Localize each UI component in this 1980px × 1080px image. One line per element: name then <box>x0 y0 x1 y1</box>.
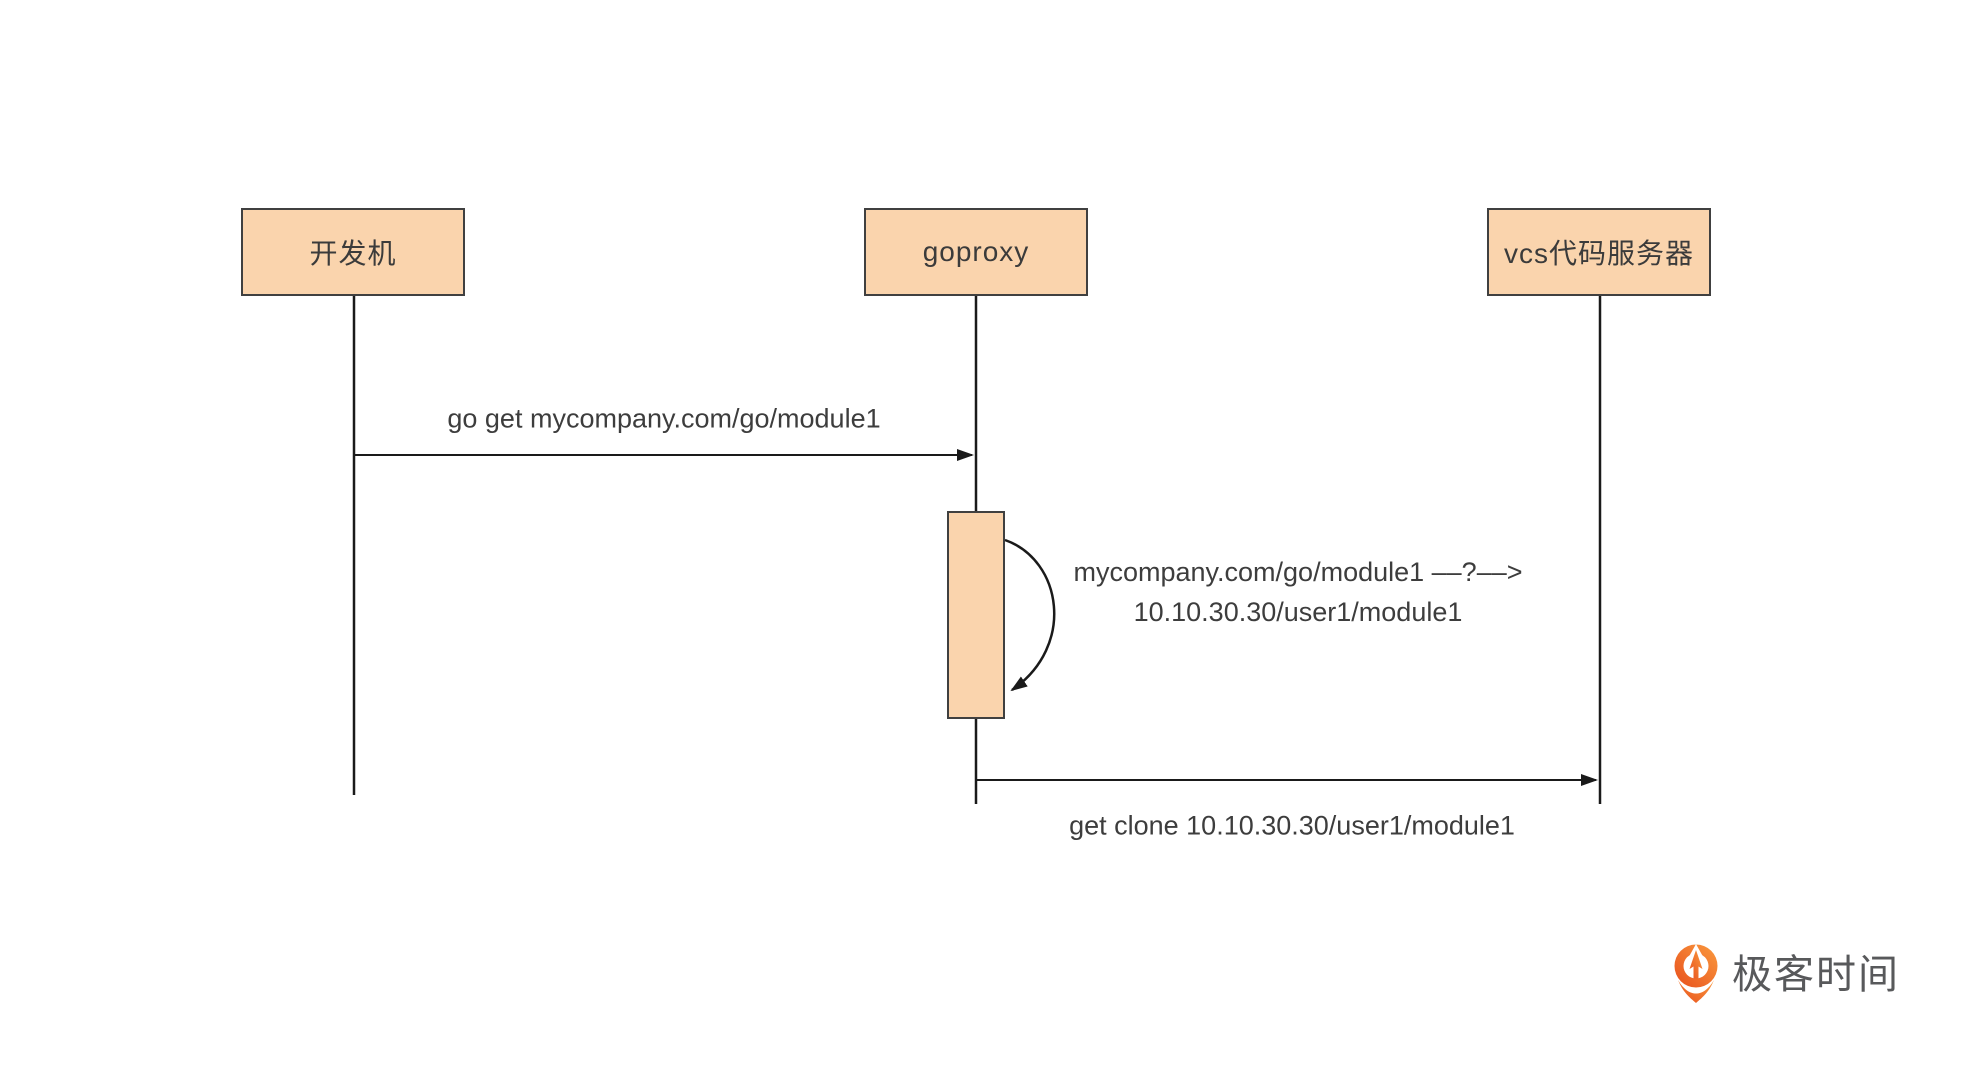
participant-dev-label: 开发机 <box>309 238 397 269</box>
participant-vcs-server: vcs代码服务器 <box>1487 208 1711 296</box>
message2-label-line1: mycompany.com/go/module1 ––?––> <box>1073 557 1523 587</box>
participant-goproxy-label: goproxy <box>922 236 1030 267</box>
geektime-brand: 极客时间 <box>1673 944 1900 1006</box>
message2-label: mycompany.com/go/module1 ––?––> 10.10.30… <box>1073 552 1522 632</box>
geektime-logo-text: 极客时间 <box>1732 953 1900 997</box>
geektime-logo-icon <box>1674 944 1718 1003</box>
message2-label-line2: 10.10.30.30/user1/module1 <box>1133 597 1463 627</box>
self-message-arc <box>1004 538 1056 692</box>
activation-bar-goproxy <box>947 511 1005 719</box>
participant-vcs-label: vcs代码服务器 <box>1503 238 1694 269</box>
message3-label: get clone 10.10.30.30/user1/module1 <box>1069 810 1515 841</box>
message1-label: go get mycompany.com/go/module1 <box>447 403 881 434</box>
participant-dev-machine: 开发机 <box>241 208 465 296</box>
participant-goproxy: goproxy <box>864 208 1088 296</box>
